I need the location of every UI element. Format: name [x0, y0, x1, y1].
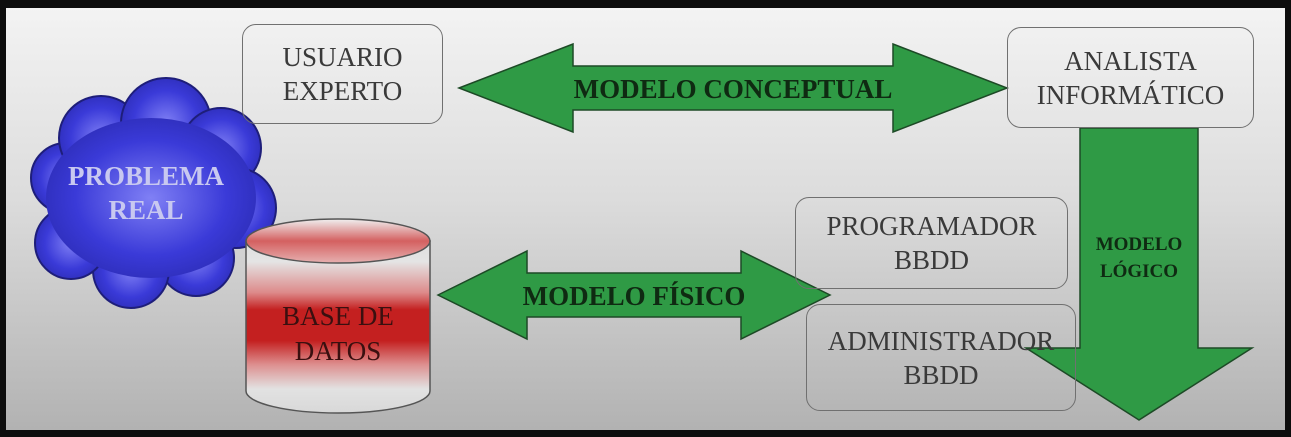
administrador-bbdd-box: ADMINISTRADOR BBDD — [806, 304, 1076, 411]
programador-bbdd-box: PROGRAMADOR BBDD — [795, 197, 1068, 289]
administrador-bbdd-line2: BBDD — [903, 359, 979, 390]
diagram-slide: MODELO CONCEPTUAL MODELO FÍSICO MODELO L… — [6, 8, 1285, 430]
analista-informatico-box: ANALISTA INFORMÁTICO — [1007, 27, 1254, 128]
base-de-datos-label-line1: BASE DE — [282, 301, 394, 331]
usuario-experto-line1: USUARIO — [282, 42, 403, 72]
administrador-bbdd-line1: ADMINISTRADOR — [827, 325, 1055, 356]
modelo-logico-label-line1: MODELO — [1096, 234, 1183, 255]
modelo-fisico-label: MODELO FÍSICO — [523, 281, 746, 311]
diagram-shapes: MODELO CONCEPTUAL MODELO FÍSICO MODELO L… — [30, 42, 1255, 421]
modelo-fisico-arrow — [436, 249, 832, 341]
usuario-experto-box: USUARIO EXPERTO — [242, 24, 443, 124]
modelo-conceptual-label: MODELO CONCEPTUAL — [574, 74, 893, 104]
problema-real-cloud — [30, 77, 277, 309]
analista-informatico-line2: INFORMÁTICO — [1036, 79, 1225, 110]
modelo-logico-label-line2: LÓGICO — [1100, 260, 1178, 282]
base-de-datos-label-line2: DATOS — [295, 336, 382, 366]
problema-real-label-line2: REAL — [108, 195, 183, 225]
usuario-experto-line2: EXPERTO — [282, 76, 403, 106]
modelo-logico-arrow — [1023, 127, 1255, 421]
base-de-datos-cylinder — [245, 218, 431, 414]
programador-bbdd-line2: BBDD — [893, 245, 969, 275]
programador-bbdd-line1: PROGRAMADOR — [826, 211, 1037, 241]
analista-informatico-line1: ANALISTA — [1064, 45, 1197, 76]
problema-real-label-line1: PROBLEMA — [68, 161, 225, 191]
